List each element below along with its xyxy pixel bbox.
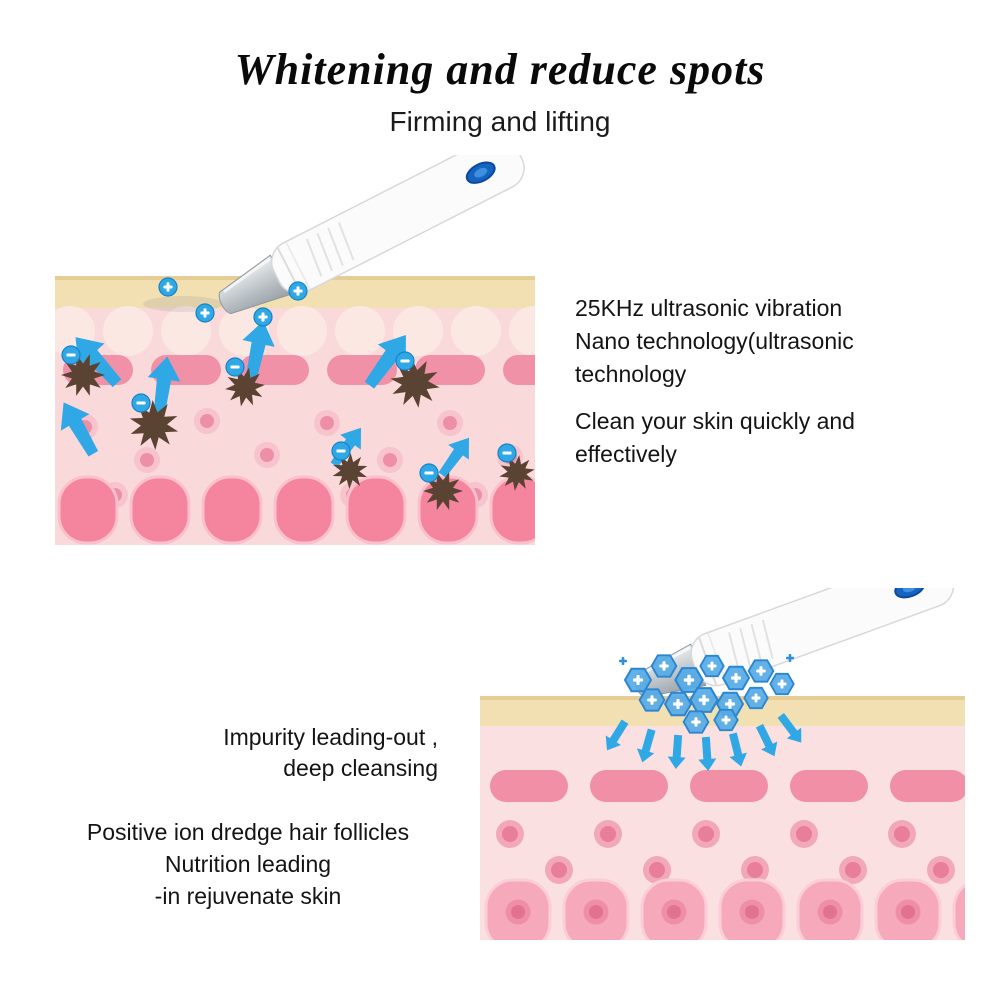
capsule-row <box>490 770 965 802</box>
dermal-papillae <box>484 878 965 940</box>
caption-line: Clean your skin quickly and <box>575 408 855 434</box>
caption-line: technology <box>575 361 687 387</box>
positive-ion-icon <box>288 281 308 301</box>
positive-ion-icon <box>195 303 215 323</box>
positive-ion-hex-icon <box>624 667 652 693</box>
negative-ion-icon <box>497 443 517 463</box>
caption-line: Impurity leading-out , <box>223 724 438 750</box>
skin-diagram-negative-ions <box>55 155 535 545</box>
skin-cross-section <box>55 276 535 545</box>
negative-ion-icon <box>131 393 151 413</box>
skin-diagram-positive-ions <box>480 588 965 940</box>
deep-cleansing-text: Impurity leading-out , deep cleansing <box>58 722 438 784</box>
positive-ion-hex-icon <box>650 654 678 678</box>
positive-ion-hex-icon <box>682 710 710 734</box>
negative-ion-icon <box>331 441 351 461</box>
caption-line: 25KHz ultrasonic vibration <box>575 295 843 321</box>
illustration-impurity-extraction <box>55 155 535 545</box>
ultrasonic-caption: 25KHz ultrasonic vibration Nano technolo… <box>575 292 855 471</box>
page-title: Whitening and reduce spots <box>234 45 766 94</box>
positive-ion-hex-icon <box>713 708 739 732</box>
caption-line: Nano technology(ultrasonic <box>575 328 854 354</box>
negative-ion-icon <box>395 351 415 371</box>
caption-line: deep cleansing <box>283 755 438 781</box>
caption-line: Nutrition leading <box>164 851 332 877</box>
epidermis-scallops <box>55 306 535 356</box>
plus-icon <box>619 657 627 665</box>
positive-ion-hex-icon <box>743 686 769 710</box>
positive-ion-icon <box>158 277 178 297</box>
positive-ion-text: Positive ion dredge hair follicles Nutri… <box>58 816 438 912</box>
caption-line: effectively <box>575 441 677 467</box>
positive-ion-hex-icon <box>638 688 666 712</box>
positive-ion-hex-icon <box>664 691 692 717</box>
negative-ion-icon <box>225 357 245 377</box>
positive-ion-hex-icon <box>769 672 795 696</box>
negative-ion-icon <box>419 463 439 483</box>
positive-ion-hex-icon <box>722 665 750 691</box>
clean-skin-text: Clean your skin quickly and effectively <box>575 405 855 471</box>
caption-line: -in rejuvenate skin <box>154 883 342 909</box>
positive-ion-hex-icon <box>689 687 719 713</box>
caption-line: Positive ion dredge hair follicles <box>86 819 410 845</box>
illustration-nutrition-leadin <box>480 588 965 940</box>
positive-ion-hex-icon <box>699 654 725 678</box>
ultrasonic-tech-text: 25KHz ultrasonic vibration Nano technolo… <box>575 292 855 391</box>
skin-cross-section <box>480 696 965 940</box>
page-subtitle: Firming and lifting <box>389 106 611 137</box>
negative-ion-icon <box>61 345 81 365</box>
positive-ion-hex-icon <box>747 659 775 683</box>
positive-ion-icon <box>253 307 273 327</box>
